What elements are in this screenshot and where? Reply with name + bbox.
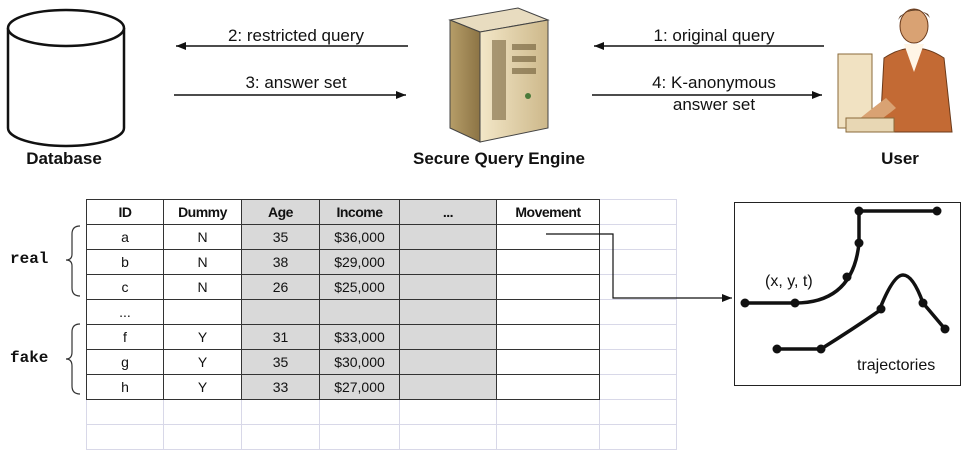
label-k-anonymous-line2: answer set [672, 95, 756, 114]
trajectory-point [876, 304, 886, 314]
trajectory-point [940, 324, 950, 334]
table-cell: $30,000 [319, 349, 400, 375]
table-cell: 26 [241, 274, 320, 300]
table-cell: $36,000 [319, 224, 400, 250]
records-table: ID Dummy Age Income ... Movement a N 35 … [86, 199, 677, 450]
trajectory-points [740, 206, 950, 354]
label-k-anonymous-line1: 4: K-anonymous [652, 73, 776, 92]
table-header-row: ID Dummy Age Income ... Movement [86, 199, 677, 225]
real-brace [65, 225, 81, 297]
header-cell: Age [241, 199, 320, 225]
query-flow-graphics [6, 7, 953, 148]
table-cell [399, 324, 497, 350]
table-cell: N [163, 224, 242, 250]
label-restricted-query: 2: restricted query [227, 26, 365, 45]
table-cell: ... [86, 299, 164, 325]
table-cell [399, 249, 497, 275]
table-cell: a [86, 224, 164, 250]
trajectory-point [772, 344, 782, 354]
empty-cell [599, 274, 677, 300]
table-cell [399, 299, 497, 325]
header-cell: ... [399, 199, 497, 225]
table-cell: Y [163, 324, 242, 350]
trajectory-point [842, 272, 852, 282]
table-cell [399, 374, 497, 400]
table-cell: N [163, 274, 242, 300]
table-cell [399, 349, 497, 375]
user-icon [837, 8, 953, 133]
table-row: f Y 31 $33,000 [86, 324, 677, 350]
table-cell: Y [163, 349, 242, 375]
trajectory-point-label: (x, y, t) [765, 273, 813, 290]
label-answer-set: 3: answer set [245, 73, 347, 92]
group-label-real: real [10, 250, 49, 268]
table-cell: f [86, 324, 164, 350]
table-cell [496, 374, 600, 400]
table-cell: N [163, 249, 242, 275]
database-icon [6, 8, 126, 148]
trajectories-graphic [740, 206, 950, 354]
table-cell: b [86, 249, 164, 275]
user-caption: User [881, 149, 919, 168]
table-row: ... [86, 299, 677, 325]
trajectory-point [918, 298, 928, 308]
empty-cell [599, 249, 677, 275]
label-original-query: 1: original query [653, 26, 775, 45]
table-cell [496, 349, 600, 375]
table-cell: 33 [241, 374, 320, 400]
table-row: g Y 35 $30,000 [86, 349, 677, 375]
table-cell [241, 299, 320, 325]
trajectory-point [816, 344, 826, 354]
trajectory-point [932, 206, 942, 216]
table-cell: 35 [241, 224, 320, 250]
trajectories-panel: (x, y, t) trajectories [734, 202, 961, 386]
table-cell [163, 299, 242, 325]
group-braces [65, 225, 81, 395]
empty-row [86, 399, 677, 425]
empty-cell [599, 199, 677, 225]
trajectory-lower [777, 273, 947, 351]
trajectory-point [854, 238, 864, 248]
trajectory-point [740, 298, 750, 308]
movement-connector [546, 233, 732, 302]
header-cell: Dummy [163, 199, 242, 225]
header-cell: ID [86, 199, 164, 225]
table-cell: 31 [241, 324, 320, 350]
table-cell: g [86, 349, 164, 375]
group-label-fake: fake [10, 349, 49, 367]
table-cell: $27,000 [319, 374, 400, 400]
table-cell [496, 274, 600, 300]
empty-cell [599, 349, 677, 375]
table-cell [319, 299, 400, 325]
trajectory-point [790, 298, 800, 308]
trajectories-caption: trajectories [857, 357, 936, 374]
table-cell: c [86, 274, 164, 300]
table-cell [496, 324, 600, 350]
table-cell: $29,000 [319, 249, 400, 275]
table-cell: $25,000 [319, 274, 400, 300]
table-cell [399, 274, 497, 300]
header-cell: Income [319, 199, 400, 225]
table-cell: 38 [241, 249, 320, 275]
table-cell [399, 224, 497, 250]
table-cell: $33,000 [319, 324, 400, 350]
header-cell: Movement [496, 199, 600, 225]
fake-brace [65, 323, 81, 395]
table-row: h Y 33 $27,000 [86, 374, 677, 400]
engine-caption: Secure Query Engine [413, 149, 585, 168]
empty-cell [599, 374, 677, 400]
table-cell: Y [163, 374, 242, 400]
table-row: c N 26 $25,000 [86, 274, 677, 300]
trajectory-point [854, 206, 864, 216]
empty-cell [599, 324, 677, 350]
database-caption: Database [26, 149, 102, 168]
empty-row [86, 424, 677, 450]
table-cell: h [86, 374, 164, 400]
server-icon [448, 7, 550, 143]
table-row: a N 35 $36,000 [86, 224, 677, 250]
table-cell: 35 [241, 349, 320, 375]
